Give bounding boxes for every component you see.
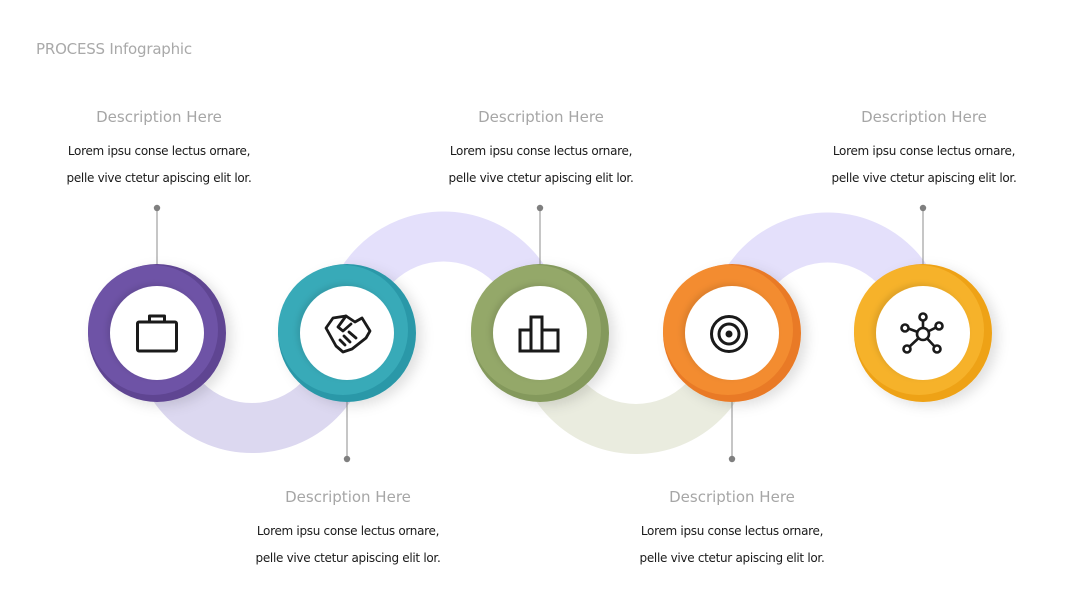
stem-4 [728,401,736,463]
stem-1 [153,204,161,265]
network-icon [900,312,944,354]
stem-3 [536,204,544,265]
page-title: PROCESS Infographic [36,40,192,58]
bar-chart-icon [518,315,560,353]
step-heading: Description Here [285,488,411,506]
target-icon [710,315,748,353]
step-node-1 [88,264,226,402]
step-text-line-1: Lorem ipsu conse lectus ornare, [832,144,1016,158]
step-text-line-2: pelle vive ctetur apiscing elit lor. [255,551,441,565]
step-text-line-2: pelle vive ctetur apiscing elit lor. [448,171,634,185]
step-heading: Description Here [478,108,604,126]
step-node-2 [278,264,416,402]
step-heading: Description Here [861,108,987,126]
stem-2 [343,401,351,463]
step-description-1: Description Here Lorem ipsu conse lectus… [49,107,269,192]
step-node-5 [854,264,992,402]
step-heading: Description Here [96,108,222,126]
step-description-4: Description Here Lorem ipsu conse lectus… [622,487,842,572]
step-text-line-1: Lorem ipsu conse lectus ornare, [640,524,824,538]
step-node-3 [471,264,609,402]
step-heading: Description Here [669,488,795,506]
step-text-line-2: pelle vive ctetur apiscing elit lor. [66,171,252,185]
handshake-icon [324,314,372,354]
step-text-line-2: pelle vive ctetur apiscing elit lor. [831,171,1017,185]
step-description-3: Description Here Lorem ipsu conse lectus… [431,107,651,192]
step-node-4 [663,264,801,402]
step-text-line-1: Lorem ipsu conse lectus ornare, [256,524,440,538]
step-description-2: Description Here Lorem ipsu conse lectus… [238,487,458,572]
step-text-line-2: pelle vive ctetur apiscing elit lor. [639,551,825,565]
step-description-5: Description Here Lorem ipsu conse lectus… [814,107,1034,192]
step-text-line-1: Lorem ipsu conse lectus ornare, [67,144,251,158]
briefcase-icon [136,314,178,353]
step-text-line-1: Lorem ipsu conse lectus ornare, [449,144,633,158]
stem-5 [919,204,927,265]
